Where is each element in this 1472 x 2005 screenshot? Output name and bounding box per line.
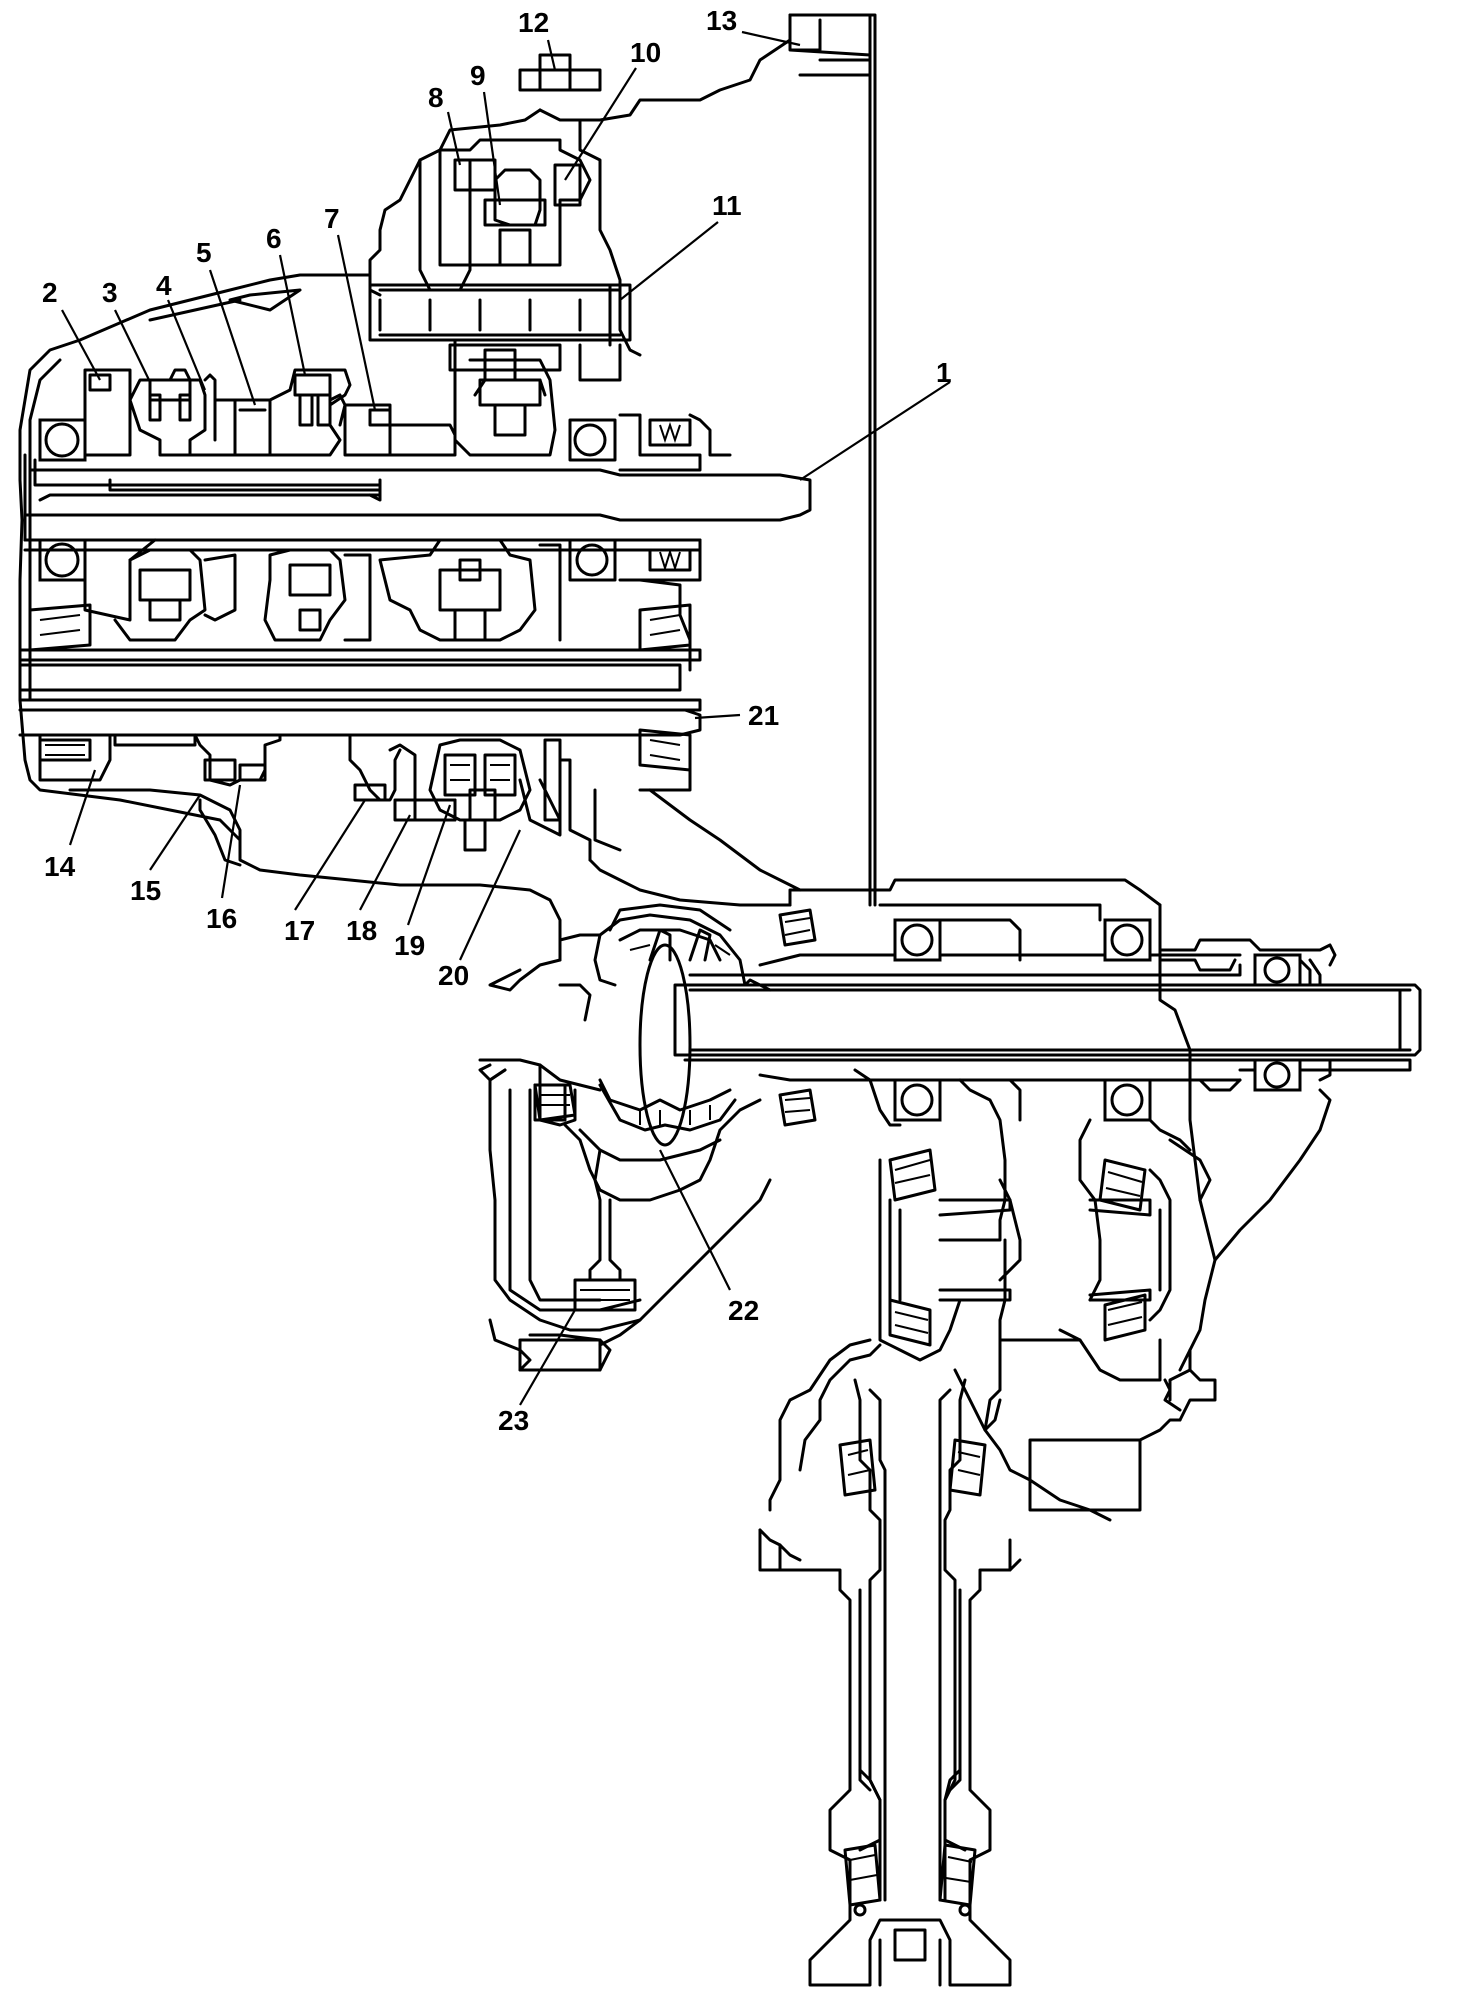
callout-15: 15 bbox=[130, 875, 161, 906]
output-shaft bbox=[673, 878, 1422, 1152]
callout-14: 14 bbox=[44, 851, 76, 882]
callout-22: 22 bbox=[728, 1295, 759, 1326]
callout-11: 11 bbox=[712, 190, 742, 221]
callout-5: 5 bbox=[196, 237, 212, 268]
callout-2: 2 bbox=[42, 277, 58, 308]
callout-23: 23 bbox=[498, 1405, 529, 1436]
transmission-housing bbox=[18, 13, 877, 907]
callout-7: 7 bbox=[324, 203, 340, 234]
callout-20: 20 bbox=[438, 960, 469, 991]
callout-8: 8 bbox=[428, 82, 444, 113]
input-shaft bbox=[23, 453, 812, 542]
upper-gear-cluster bbox=[38, 338, 732, 582]
callout-labels: 1 2 3 4 5 6 7 8 9 10 11 12 13 14 15 16 1… bbox=[42, 5, 952, 1436]
callout-4: 4 bbox=[156, 270, 172, 301]
differential bbox=[478, 903, 817, 1372]
counter-gears bbox=[38, 728, 802, 962]
callout-13: 13 bbox=[706, 5, 737, 36]
lower-gear-cluster bbox=[18, 538, 702, 737]
callout-1: 1 bbox=[936, 357, 952, 388]
callout-21: 21 bbox=[748, 700, 779, 731]
pinion-shaft bbox=[758, 1378, 1022, 1987]
callout-18: 18 bbox=[346, 915, 377, 946]
callout-6: 6 bbox=[266, 223, 282, 254]
bevel-gear-housing bbox=[758, 903, 1332, 1562]
callout-16: 16 bbox=[206, 903, 237, 934]
leader-lines bbox=[61, 30, 951, 1406]
callout-9: 9 bbox=[470, 60, 486, 91]
transfer-upper bbox=[368, 53, 632, 382]
callout-12: 12 bbox=[518, 7, 549, 38]
callout-19: 19 bbox=[394, 930, 425, 961]
callout-17: 17 bbox=[284, 915, 315, 946]
callout-3: 3 bbox=[102, 277, 118, 308]
callout-10: 10 bbox=[630, 37, 661, 68]
